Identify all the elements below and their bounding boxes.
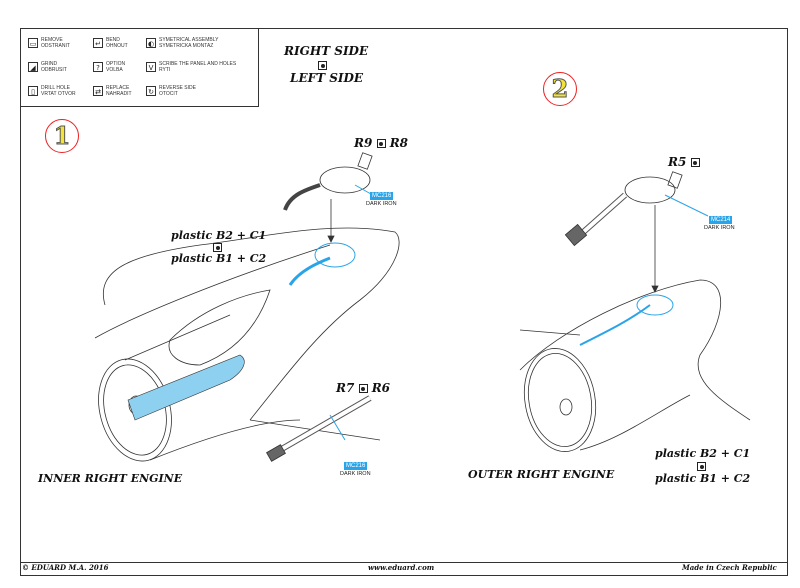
copyright-text: © EDUARD M.A. 2016 [22,563,109,572]
right-side-label: RIGHT SIDE [284,44,369,58]
plastic-label-a: plastic B2 + C1 [171,229,267,242]
legend-item: ↵ BEND OHNOUT [93,37,128,49]
legend-item: ⇄ REPLACE NAHRADIT [93,85,132,97]
legend-label: DRILL HOLE VRTAT OTVOR [41,85,76,97]
step-2-badge: 2 [543,72,577,106]
legend-item: V SCRIBE THE PANEL AND HOLES RYTI [146,61,236,73]
part-number: R9 [354,136,373,150]
footer-divider [20,562,788,563]
inner-engine-highlight-panel [127,354,245,421]
paint-code-badge: MC216 [370,192,394,200]
paint-name: DARK IRON [340,471,371,477]
instruction-sheet-border [20,28,788,576]
symmetrical-icon [697,462,706,471]
paint-name: DARK IRON [704,225,735,231]
made-in-text: Made in Czech Republic [682,563,777,572]
legend-label: OPTION VOLBA [106,61,126,73]
symmetrical-icon [358,384,368,393]
legend-label: GRIND ODBRUSIT [41,61,67,73]
symmetrical-icon [213,243,222,252]
legend-label: REVERSE SIDE OTOCIT [159,85,196,97]
step-1-badge: 1 [45,119,79,153]
paint-name: DARK IRON [366,201,397,207]
part-label-r5: R5 [668,155,700,169]
part-number: R6 [371,381,391,395]
bend-icon: ↵ [93,38,103,48]
outer-engine-nacelle [519,279,751,421]
remove-icon: ▭ [28,38,38,48]
symmetrical-icon [690,158,700,167]
website-text: www.eduard.com [368,563,435,572]
legend-label: BEND OHNOUT [106,37,128,49]
scribe-icon: V [146,62,156,72]
outer-engine-intake [523,348,597,452]
legend-item: ◐ SYMETRICAL ASSEMBLY SYMETRICKA MONTAZ [146,37,218,49]
left-side-label: LEFT SIDE [290,71,364,85]
option-icon: ? [93,62,103,72]
legend-label: REMOVE ODSTRANIT [41,37,70,49]
paint-code-badge: MC216 [344,462,368,470]
legend-item: ▭ REMOVE ODSTRANIT [28,37,70,49]
paint-code-badge: MC214 [709,216,733,224]
plastic-label-b: plastic B1 + C2 [655,472,751,485]
legend-label: SCRIBE THE PANEL AND HOLES RYTI [159,61,237,73]
step-1-title: INNER RIGHT ENGINE [38,472,183,485]
symbol-legend: ▭ REMOVE ODSTRANIT ↵ BEND OHNOUT ◐ SYMET… [21,29,259,107]
part-number: R7 [336,381,355,395]
symmetrical-icon [376,139,386,148]
drill-icon: ▯ [28,86,38,96]
part-label-r9: R9 R8 [354,136,408,150]
part-number: R5 [668,155,687,169]
legend-item: ◢ GRIND ODBRUSIT [28,61,67,73]
grind-icon: ◢ [28,62,38,72]
symmetrical-icon: ◐ [146,38,156,48]
symmetrical-icon [318,61,327,70]
part-label-r7: R7 R6 [336,381,390,395]
legend-label: REPLACE NAHRADIT [106,85,132,97]
legend-item: ▯ DRILL HOLE VRTAT OTVOR [28,85,76,97]
replace-icon: ⇄ [93,86,103,96]
legend-item: ? OPTION VOLBA [93,61,125,73]
part-number: R8 [389,136,409,150]
plastic-label-a: plastic B2 + C1 [655,447,751,460]
inner-engine-nacelle [103,227,400,421]
step-2-title: OUTER RIGHT ENGINE [468,468,615,481]
reverse-side-icon: ↻ [146,86,156,96]
plastic-label-b: plastic B1 + C2 [171,252,267,265]
legend-item: ↻ REVERSE SIDE OTOCIT [146,85,196,97]
legend-label: SYMETRICAL ASSEMBLY SYMETRICKA MONTAZ [159,37,219,49]
